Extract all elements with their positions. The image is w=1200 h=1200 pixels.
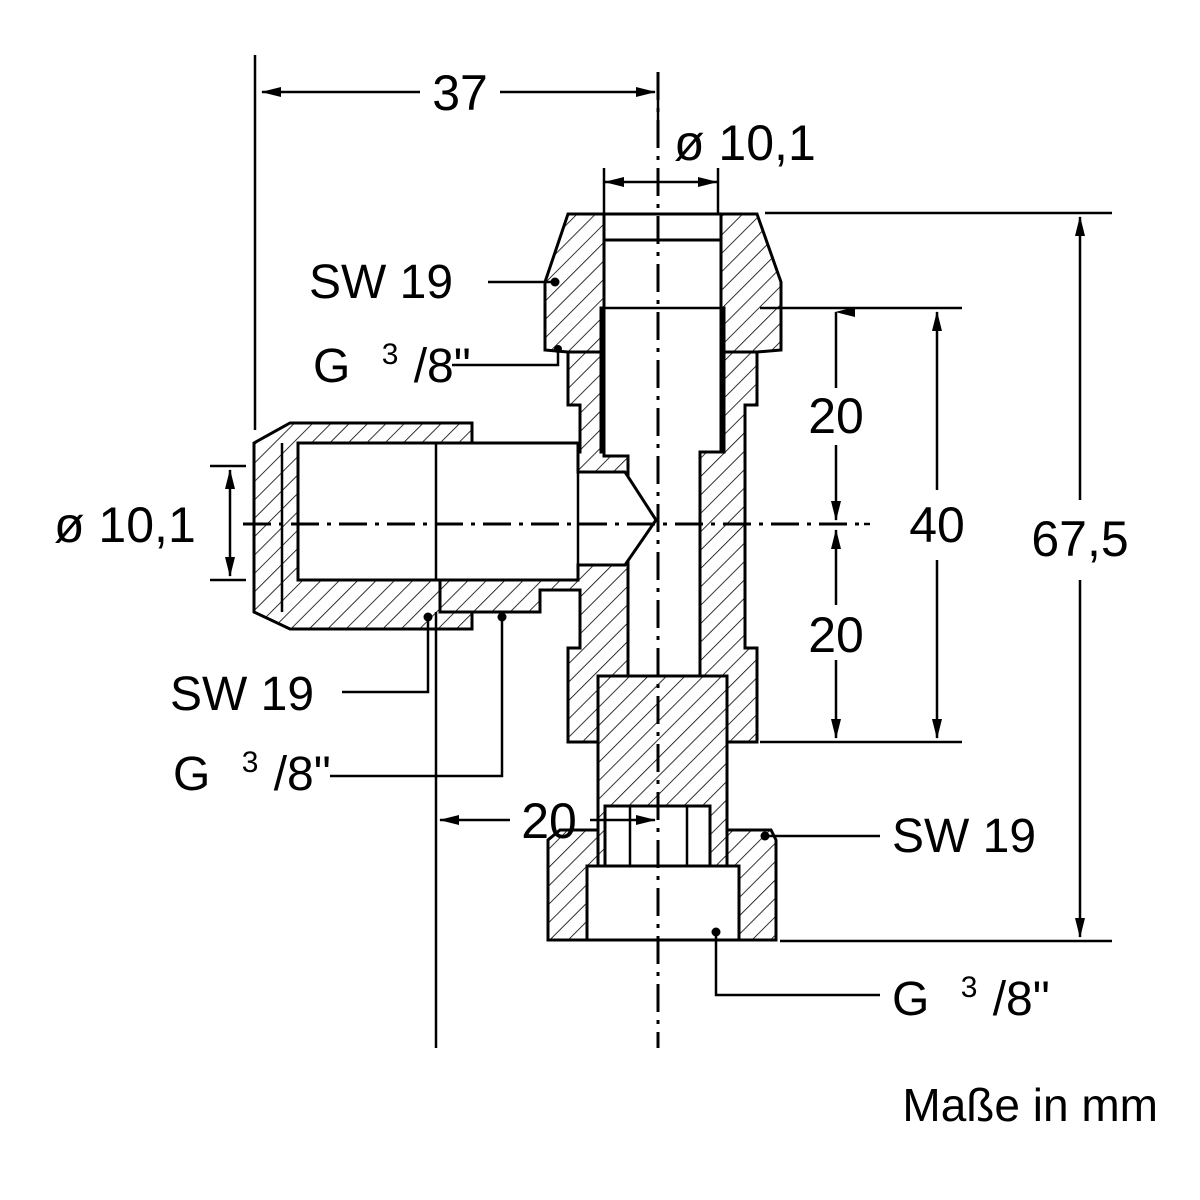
dim-overall-width: 37 bbox=[432, 65, 488, 121]
label-g-top-letter: G bbox=[313, 340, 350, 393]
label-g-left-denominator: /8" bbox=[274, 748, 331, 801]
label-g-bottom-numerator: 3 bbox=[961, 971, 978, 1004]
label-g-bottom-denominator: /8" bbox=[993, 973, 1050, 1026]
label-g-left: G 3 /8" bbox=[173, 730, 331, 801]
label-g-top-numerator: 3 bbox=[382, 338, 399, 371]
dim-lower-spacing: 20 bbox=[808, 607, 864, 663]
dimension-arrows bbox=[225, 87, 1085, 938]
label-g-left-letter: G bbox=[173, 748, 210, 801]
label-sw-bottom: SW 19 bbox=[892, 810, 1036, 863]
leader-lines bbox=[330, 277, 880, 997]
label-sw-left: SW 19 bbox=[170, 668, 314, 721]
label-g-bottom-letter: G bbox=[892, 973, 929, 1026]
dim-top-diameter: ø 10,1 bbox=[674, 115, 816, 171]
dim-overall-height: 67,5 bbox=[1031, 511, 1128, 567]
fitting-body bbox=[252, 212, 783, 942]
extension-lines bbox=[210, 55, 1112, 1048]
label-sw-top: SW 19 bbox=[309, 256, 453, 309]
dim-upper-spacing: 20 bbox=[808, 388, 864, 444]
label-g-left-numerator: 3 bbox=[242, 746, 259, 779]
units-note: Maße in mm bbox=[902, 1079, 1158, 1131]
dim-inner-height: 40 bbox=[909, 497, 965, 553]
label-g-bottom: G 3 /8" bbox=[892, 955, 1050, 1026]
top-nut-bore bbox=[602, 212, 723, 242]
left-bore bbox=[296, 441, 658, 582]
label-g-top-denominator: /8" bbox=[414, 340, 471, 393]
dim-outlet-offset: 20 bbox=[521, 793, 577, 849]
dim-side-diameter: ø 10,1 bbox=[54, 497, 196, 553]
label-g-top: G 3 /8" bbox=[313, 322, 471, 393]
vertical-bore bbox=[602, 238, 723, 678]
